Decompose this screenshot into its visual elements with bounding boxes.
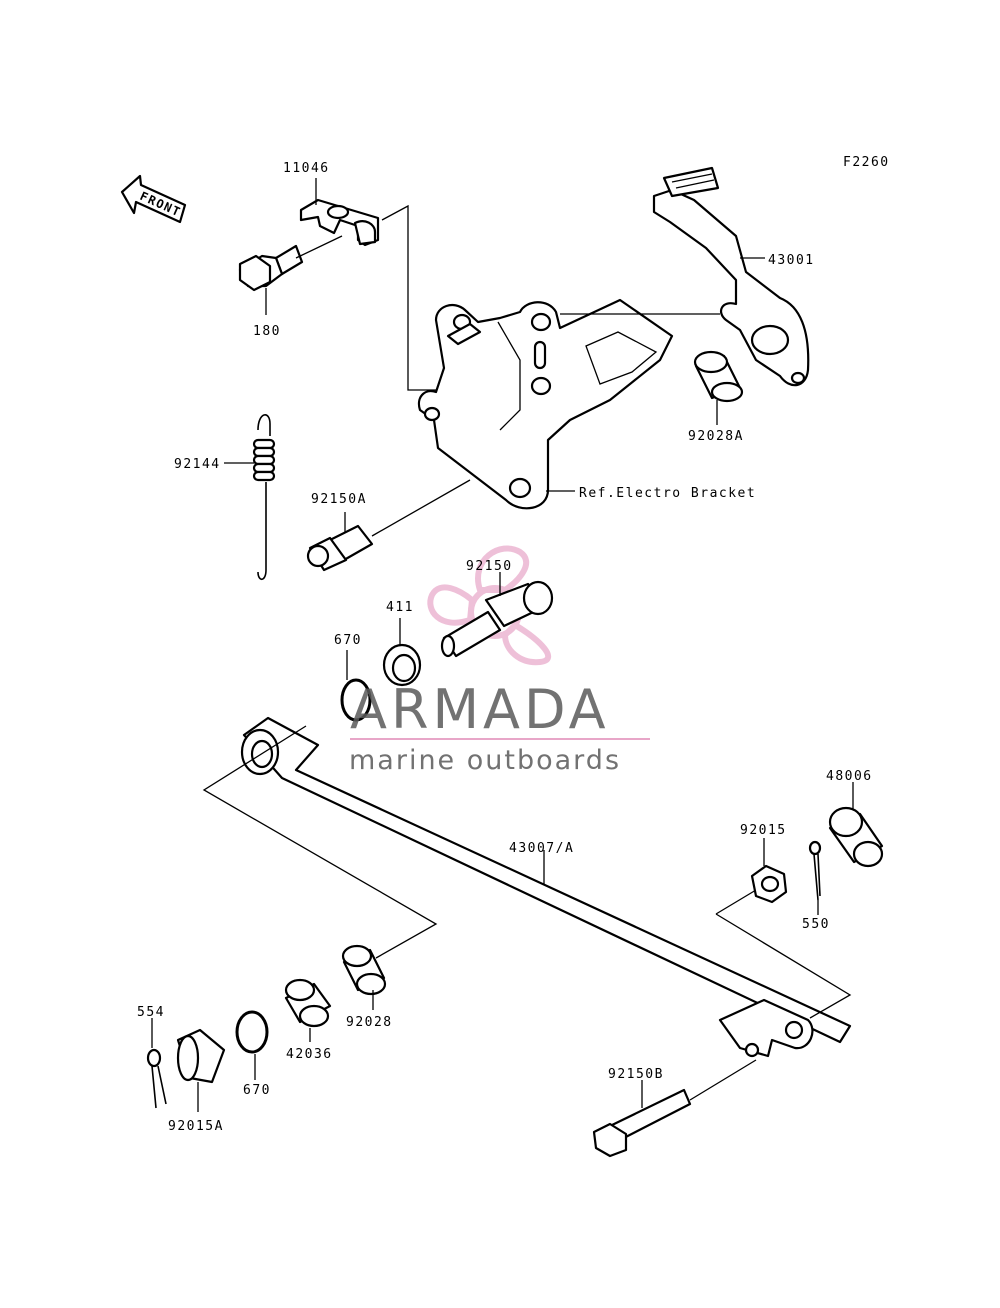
brake-rod-43007A bbox=[240, 716, 852, 1058]
front-arrow-icon: FRONT bbox=[120, 174, 187, 224]
label-550: 550 bbox=[802, 917, 830, 932]
cotter-pin-550 bbox=[808, 840, 822, 901]
brake-pedal-43001 bbox=[652, 166, 810, 387]
label-11046: 11046 bbox=[283, 161, 330, 176]
ref-electro-bracket-label: Ref.Electro Bracket bbox=[579, 486, 756, 501]
clip-554 bbox=[146, 1048, 167, 1109]
bolt-92150B bbox=[592, 1088, 692, 1158]
label-92150: 92150 bbox=[466, 559, 513, 574]
clamp-11046 bbox=[299, 198, 380, 247]
label-92150A: 92150A bbox=[311, 492, 367, 507]
bushing-92015A bbox=[176, 1028, 226, 1084]
watermark-tagline: marine outboards bbox=[349, 745, 621, 776]
armada-logo-icon bbox=[427, 545, 551, 666]
collar-92028A bbox=[693, 350, 744, 403]
sleeve-42036 bbox=[284, 978, 332, 1028]
label-411: 411 bbox=[386, 600, 414, 615]
label-92015: 92015 bbox=[740, 823, 787, 838]
label-43007A: 43007/A bbox=[509, 841, 574, 856]
electro-bracket bbox=[417, 298, 674, 510]
label-92015A: 92015A bbox=[168, 1119, 224, 1134]
watermark-brand: ARMADA bbox=[350, 678, 610, 741]
bolt-92150A bbox=[306, 524, 374, 572]
label-92028A: 92028A bbox=[688, 429, 744, 444]
o-ring-670-top bbox=[340, 678, 372, 722]
label-42036: 42036 bbox=[286, 1047, 333, 1062]
label-92144: 92144 bbox=[174, 457, 221, 472]
o-ring-670-bottom bbox=[235, 1010, 269, 1054]
label-92150B: 92150B bbox=[608, 1067, 664, 1082]
label-92028: 92028 bbox=[346, 1015, 393, 1030]
label-670-top: 670 bbox=[334, 633, 362, 648]
label-670-bottom: 670 bbox=[243, 1083, 271, 1098]
bolt-180 bbox=[238, 244, 304, 292]
label-554: 554 bbox=[137, 1005, 165, 1020]
figure-code: F2260 bbox=[843, 155, 890, 170]
cap-48006 bbox=[828, 806, 884, 868]
spring-92144 bbox=[252, 414, 276, 581]
nut-92015 bbox=[750, 864, 788, 904]
label-43001: 43001 bbox=[768, 253, 815, 268]
collar-92028 bbox=[341, 944, 387, 996]
label-48006: 48006 bbox=[826, 769, 873, 784]
label-180: 180 bbox=[253, 324, 281, 339]
bolt-92150 bbox=[440, 580, 554, 658]
washer-411 bbox=[382, 643, 422, 687]
